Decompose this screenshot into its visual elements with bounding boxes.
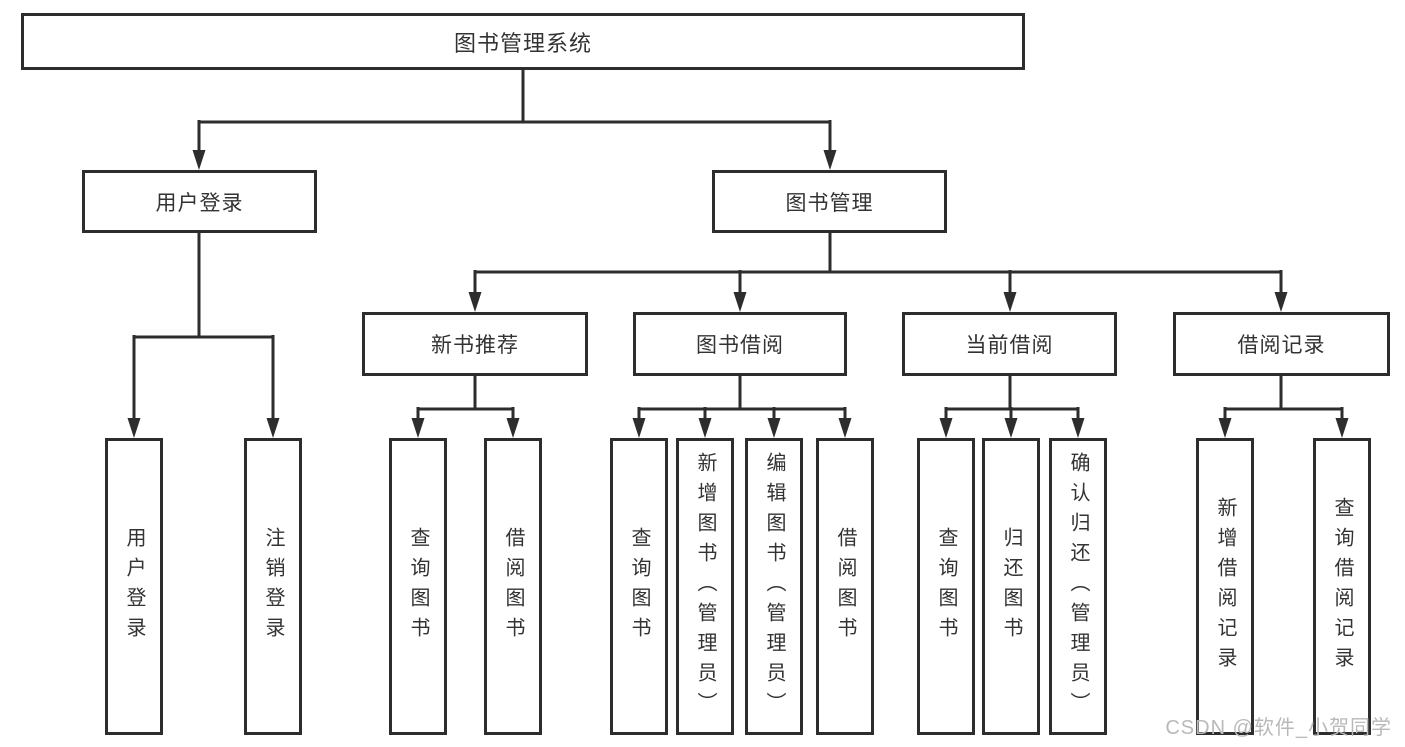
node-label: 当前借阅	[965, 334, 1054, 357]
leaf-user-login: 用户登录	[105, 438, 163, 735]
arrowhead-icon	[1071, 418, 1085, 438]
node-label: 借阅图书	[834, 526, 856, 647]
leaf-current-query-books: 查询图书	[917, 438, 975, 735]
leaf-current-confirm-return-admin: 确认归还（管理员）	[1049, 438, 1107, 735]
node-label: 注销登录	[262, 526, 284, 647]
node-book-borrow: 图书借阅	[633, 312, 847, 376]
arrowhead-icon	[1218, 418, 1232, 438]
leaf-borrow-add-books-admin: 新增图书（管理员）	[676, 438, 734, 735]
arrowhead-icon	[506, 418, 520, 438]
arrowhead-icon	[468, 292, 482, 312]
node-label: 编辑图书（管理员）	[763, 451, 785, 722]
arrowhead-icon	[767, 418, 781, 438]
node-label: 借阅记录	[1237, 334, 1326, 357]
node-new-book-recommend: 新书推荐	[362, 312, 588, 376]
arrowhead-icon	[192, 150, 206, 170]
arrowhead-icon	[1274, 292, 1288, 312]
arrowhead-icon	[1003, 292, 1017, 312]
node-borrow-records: 借阅记录	[1173, 312, 1390, 376]
arrowhead-icon	[266, 418, 280, 438]
connector-bookmgmt-level3	[475, 233, 1281, 274]
node-label: 查询图书	[935, 526, 957, 647]
node-label: 图书管理系统	[453, 30, 592, 56]
connector-bookborrow-leaves	[639, 376, 845, 411]
arrowhead-icon	[411, 418, 425, 438]
node-label: 用户登录	[155, 191, 244, 215]
arrowhead-icon	[632, 418, 646, 438]
node-label: 图书借阅	[696, 334, 784, 357]
leaf-records-add-record: 新增借阅记录	[1196, 438, 1254, 735]
node-label: 图书管理	[785, 191, 874, 215]
node-label: 新增图书（管理员）	[694, 451, 716, 722]
arrowhead-icon	[127, 418, 141, 438]
watermark: CSDN @软件_小贺同学	[1165, 717, 1392, 739]
leaf-records-query-record: 查询借阅记录	[1313, 438, 1371, 735]
connector-newbooks-leaves	[418, 376, 513, 411]
node-label: 用户登录	[123, 526, 145, 647]
connector-userlogin-leaves	[134, 233, 273, 339]
node-user-login: 用户登录	[82, 170, 317, 233]
node-label: 新增借阅记录	[1214, 496, 1236, 677]
leaf-newbooks-borrow-books: 借阅图书	[484, 438, 542, 735]
arrowhead-icon	[838, 418, 852, 438]
arrowhead-icon	[733, 292, 747, 312]
leaf-borrow-borrow-books: 借阅图书	[816, 438, 874, 735]
leaf-borrow-query-books: 查询图书	[610, 438, 668, 735]
arrowhead-icon	[698, 418, 712, 438]
node-current-borrow: 当前借阅	[902, 312, 1117, 376]
leaf-borrow-edit-books-admin: 编辑图书（管理员）	[745, 438, 803, 735]
node-label: 借阅图书	[502, 526, 524, 647]
leaf-current-return-books: 归还图书	[982, 438, 1040, 735]
arrowhead-icon	[939, 418, 953, 438]
node-label: 查询借阅记录	[1331, 496, 1353, 677]
arrowhead-icon	[1004, 418, 1018, 438]
leaf-logout: 注销登录	[244, 438, 302, 735]
node-label: 查询图书	[407, 526, 429, 647]
arrowhead-icon	[1335, 418, 1349, 438]
node-label: 新书推荐	[431, 334, 519, 357]
connector-records-leaves	[1225, 376, 1342, 411]
node-label: 确认归还（管理员）	[1067, 451, 1089, 722]
node-book-management: 图书管理	[712, 170, 947, 233]
node-label: 归还图书	[1000, 526, 1022, 647]
arrowhead-icon	[823, 150, 837, 170]
connector-root-level2	[199, 70, 830, 124]
node-root-system: 图书管理系统	[21, 13, 1025, 70]
leaf-newbooks-query-books: 查询图书	[389, 438, 447, 735]
connector-currentborrow-leaves	[946, 376, 1078, 411]
node-label: 查询图书	[628, 526, 650, 647]
